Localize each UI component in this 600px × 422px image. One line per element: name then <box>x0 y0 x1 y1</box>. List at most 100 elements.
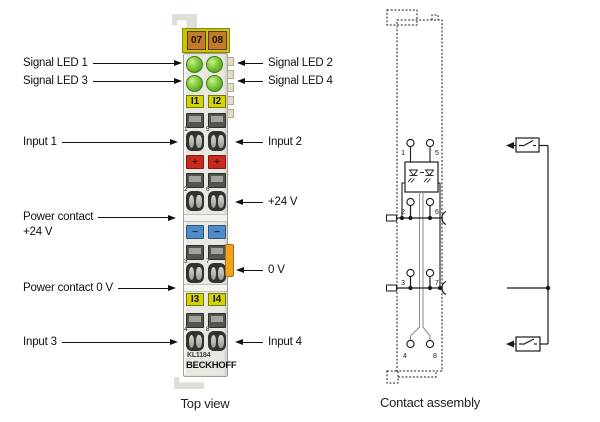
signal-led-4 <box>206 75 223 92</box>
arrow-right-icon <box>170 339 178 345</box>
callout-label-line1: Power contact <box>23 211 94 223</box>
id-tab-07: 07 <box>187 31 206 50</box>
callout-line <box>243 141 263 143</box>
contact-number-7: 7 <box>435 280 439 287</box>
contact-number-8: 8 <box>433 353 437 360</box>
terminal-hole-6: 6 <box>206 186 226 211</box>
callout-input-4: Input 4 <box>235 334 302 350</box>
callout-label-line2: +24 V <box>23 226 53 238</box>
release-lever <box>208 245 226 260</box>
callout-line <box>243 201 263 203</box>
callout-input-3: Input 3 <box>23 334 178 350</box>
callout-line <box>61 341 170 343</box>
terminal-module: 07 08 I1 I2 1 5 + + 2 6 <box>172 13 238 393</box>
callout-label: Signal LED 4 <box>268 75 333 87</box>
arrow-right-icon <box>168 214 176 221</box>
caption-top-view: Top view <box>180 396 230 411</box>
arrow-left-icon <box>236 267 244 273</box>
module-body: I1 I2 1 5 + + 2 6 − − 3 7 <box>183 53 237 377</box>
din-rail-foot <box>174 377 204 389</box>
callout-signal-led-2: Signal LED 2 <box>237 55 333 71</box>
channel-label-i1: I1 <box>186 95 204 108</box>
contact-numbers: 1 5 2 6 3 7 4 8 <box>401 150 439 360</box>
signal-led-2 <box>206 56 223 73</box>
callout-input-1: Input 1 <box>23 134 178 150</box>
callout-label: Signal LED 1 <box>23 57 88 69</box>
callout-label: Input 3 <box>23 336 57 348</box>
brand-logo: BECKHOFF <box>186 360 237 371</box>
id-tab-08: 08 <box>208 31 227 50</box>
orange-latch <box>225 244 234 277</box>
callout-label: +24 V <box>268 196 298 208</box>
terminal-number: 7 <box>206 258 210 265</box>
optocoupler-box <box>404 146 439 193</box>
terminal-number: 2 <box>184 186 188 193</box>
contact-number-2: 2 <box>401 209 405 216</box>
callout-label: Input 4 <box>268 336 302 348</box>
terminal-hole-8: 8 <box>206 326 226 351</box>
callout-0v: 0 V <box>236 262 285 278</box>
terminal-hole-2: 2 <box>184 186 204 211</box>
supply-drop-lines <box>401 182 441 288</box>
terminal-number: 8 <box>206 326 210 333</box>
callout-line <box>244 269 263 271</box>
callout-label: Signal LED 2 <box>268 57 333 69</box>
arrow-left-icon <box>235 139 243 145</box>
channel-label-i2: I2 <box>208 95 226 108</box>
contact-circles <box>406 138 435 349</box>
external-sensor-circuit <box>507 137 549 352</box>
callout-label: Power contact 0 V <box>23 282 113 294</box>
callout-signal-led-1: Signal LED 1 <box>23 55 182 71</box>
contact-number-3: 3 <box>401 280 405 287</box>
callout-label: Input 1 <box>23 136 57 148</box>
signal-led-3 <box>186 75 203 92</box>
terminal-number: 4 <box>184 326 188 333</box>
terminal-number: 1 <box>184 126 188 133</box>
knife-contact-nub <box>227 83 234 92</box>
callout-signal-led-4: Signal LED 4 <box>237 73 333 89</box>
release-lever <box>186 113 204 128</box>
arrow-right-icon <box>170 139 178 145</box>
arrow-left-icon <box>237 78 245 84</box>
callout-input-2: Input 2 <box>235 134 302 150</box>
callout-line <box>92 62 174 64</box>
terminal-number: 6 <box>206 186 210 193</box>
terminal-hole-5: 5 <box>206 126 226 151</box>
led-diode-symbols <box>407 169 435 183</box>
release-lever <box>208 173 226 188</box>
arrow-right-icon <box>174 78 182 84</box>
terminal-hole-3: 3 <box>184 258 204 283</box>
arrow-left-icon <box>506 142 514 149</box>
channel-label-i4: I4 <box>208 293 226 306</box>
knife-contact-nub <box>227 96 234 105</box>
sensor-circuit-markers <box>506 142 551 348</box>
callout-plus-24v: +24 V <box>235 194 298 210</box>
arrow-right-icon <box>168 285 176 291</box>
release-lever <box>186 173 204 188</box>
arrow-left-icon <box>235 199 243 205</box>
channel-label-i3: I3 <box>186 293 204 306</box>
signal-lines-gray <box>409 192 431 341</box>
callout-label: Input 2 <box>268 136 302 148</box>
callout-signal-led-3: Signal LED 3 <box>23 73 182 89</box>
caption-contact-assembly: Contact assembly <box>379 395 481 410</box>
contact-assembly-diagram: 1 5 2 6 3 7 4 8 <box>386 9 551 384</box>
arrow-left-icon <box>506 340 514 348</box>
callout-power-contact-24v: Power contact +24 V <box>23 210 176 240</box>
knife-contact-nub <box>227 109 234 118</box>
callout-line <box>61 141 170 143</box>
terminal-number: 3 <box>184 258 188 265</box>
contact-number-1: 1 <box>401 150 405 157</box>
callout-line <box>245 80 263 82</box>
release-lever <box>186 245 204 260</box>
contact-number-6: 6 <box>435 209 439 216</box>
contact-number-5: 5 <box>435 150 439 157</box>
minus-marker: − <box>208 225 226 239</box>
release-lever <box>208 113 226 128</box>
junction-dots <box>399 215 433 221</box>
callout-label: Power contact +24 V <box>23 210 93 240</box>
junction-dots <box>408 285 443 291</box>
minus-marker: − <box>186 225 204 239</box>
housing-dashed-outline <box>386 9 443 384</box>
